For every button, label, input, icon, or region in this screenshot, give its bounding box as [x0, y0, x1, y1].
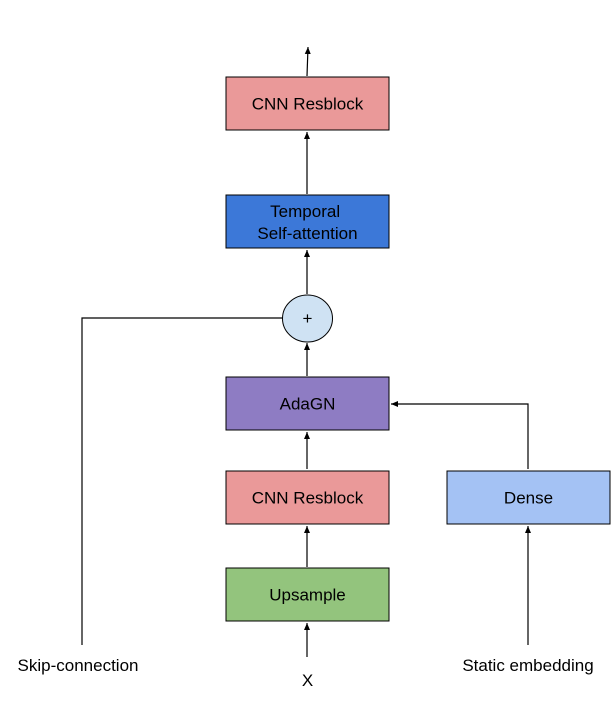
upsample-node: Upsample — [225, 567, 390, 622]
skip-connection-line — [81, 317, 283, 645]
temporal-label-line-2: Self-attention — [257, 224, 357, 243]
dense-label: Dense — [504, 489, 553, 508]
adagn-label: AdaGN — [280, 395, 336, 414]
arrow-output — [304, 46, 311, 77]
upsample-label: Upsample — [269, 586, 346, 605]
cnn-resblock-bottom-label: CNN Resblock — [252, 489, 364, 508]
cnn-resblock-top-node: CNN Resblock — [225, 76, 390, 131]
add-label: + — [303, 309, 313, 328]
dense-node: Dense — [446, 470, 611, 525]
arrow-dense-to-adagn — [391, 401, 529, 469]
temporal-label-line-1: Temporal — [270, 202, 340, 221]
add-node: + — [282, 294, 333, 343]
cnn-resblock-bottom-node: CNN Resblock — [225, 470, 390, 525]
temporal-self-attention-node: Temporal Self-attention — [225, 194, 390, 249]
static-embedding-label: Static embedding — [462, 656, 593, 675]
x-input-label: X — [302, 671, 313, 690]
adagn-node: AdaGN — [225, 376, 390, 431]
temporal-self-attention-label: Temporal Self-attention — [257, 202, 357, 243]
cnn-resblock-top-label: CNN Resblock — [252, 95, 364, 114]
skip-connection-label: Skip-connection — [18, 656, 139, 675]
